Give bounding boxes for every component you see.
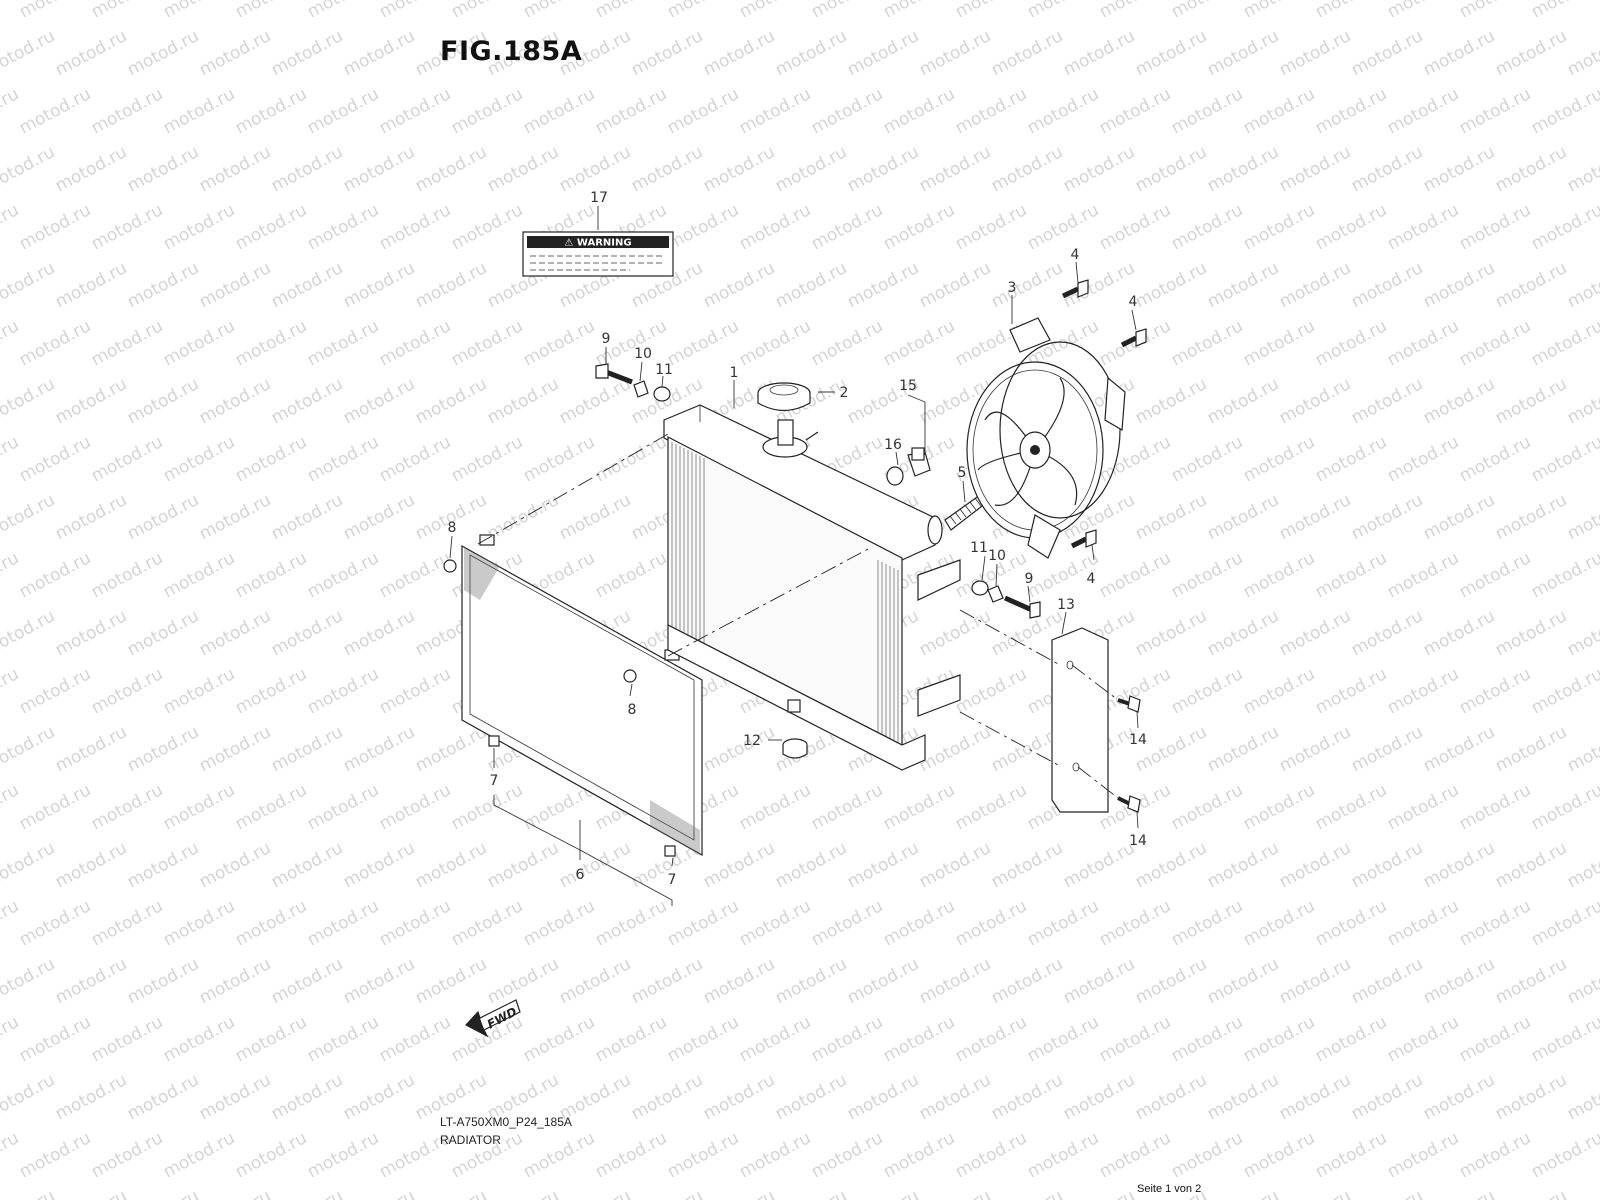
callout-9-top: 9: [602, 331, 611, 347]
grommet-11b: [971, 580, 989, 596]
callout-12: 12: [743, 733, 761, 749]
bolt-9b: [1003, 595, 1041, 619]
callout-7-b: 7: [668, 872, 677, 888]
callout-14-a: 14: [1129, 732, 1147, 748]
callout-4-a: 4: [1071, 247, 1080, 263]
callout-15: 15: [899, 378, 917, 394]
bolt-4a: [1061, 279, 1089, 299]
radiator-core-icon: [663, 404, 961, 771]
clip-8a: [443, 559, 457, 573]
callout-14-b: 14: [1129, 833, 1147, 849]
bolt-4c: [1070, 529, 1097, 549]
warning-label-text: ⚠ WARNING: [564, 238, 631, 249]
model-code: LT-A750XM0_P24_185A: [440, 1115, 572, 1129]
figure-name: RADIATOR: [440, 1133, 501, 1147]
callout-4-b: 4: [1129, 294, 1138, 310]
alignment-lines: [477, 433, 1119, 799]
callout-16: 16: [884, 437, 902, 453]
cover-plate: [1051, 627, 1109, 813]
grommet-12: [782, 738, 808, 759]
clip-8b: [623, 669, 637, 683]
bolt-4b: [1120, 328, 1147, 348]
leader-lines: [449, 261, 1139, 906]
radiator-shroud: [461, 534, 703, 857]
bolt-9a: [595, 363, 633, 385]
cooling-fan-icon: [966, 317, 1126, 559]
collar-10a: [633, 380, 649, 398]
callout-8-a: 8: [448, 520, 457, 536]
callout-2: 2: [840, 385, 849, 401]
callout-10-top: 10: [634, 346, 652, 362]
callout-6: 6: [576, 867, 585, 883]
callout-1: 1: [730, 365, 739, 381]
figure-title: FIG.185A: [440, 36, 583, 67]
callout-8-b: 8: [628, 702, 637, 718]
callout-4-c: 4: [1087, 571, 1096, 587]
callout-3: 3: [1008, 280, 1017, 296]
callout-9-right: 9: [1025, 571, 1034, 587]
forward-arrow-icon: FWD: [465, 999, 521, 1038]
grommet-11a: [653, 386, 671, 402]
callout-numbers: 17 9 10 11 1 2 15 16 5 3 4 4 4 8 8 11 10…: [448, 190, 1147, 888]
callout-11-top: 11: [655, 362, 673, 378]
callout-17: 17: [590, 190, 608, 206]
callout-11-right: 11: [970, 540, 988, 556]
page-indicator: Seite 1 von 2: [1137, 1183, 1202, 1195]
radiator-cap: [757, 382, 811, 412]
collar-10b: [987, 585, 1004, 603]
warning-decal-icon: ⚠ WARNING: [522, 231, 674, 277]
callout-7-a: 7: [490, 773, 499, 789]
callout-13: 13: [1057, 597, 1075, 613]
thermo-switch: [886, 447, 931, 486]
callout-10-right: 10: [988, 548, 1006, 564]
bolt-14a: [1117, 695, 1141, 713]
callout-5: 5: [958, 465, 967, 481]
bolt-14b: [1117, 795, 1141, 813]
